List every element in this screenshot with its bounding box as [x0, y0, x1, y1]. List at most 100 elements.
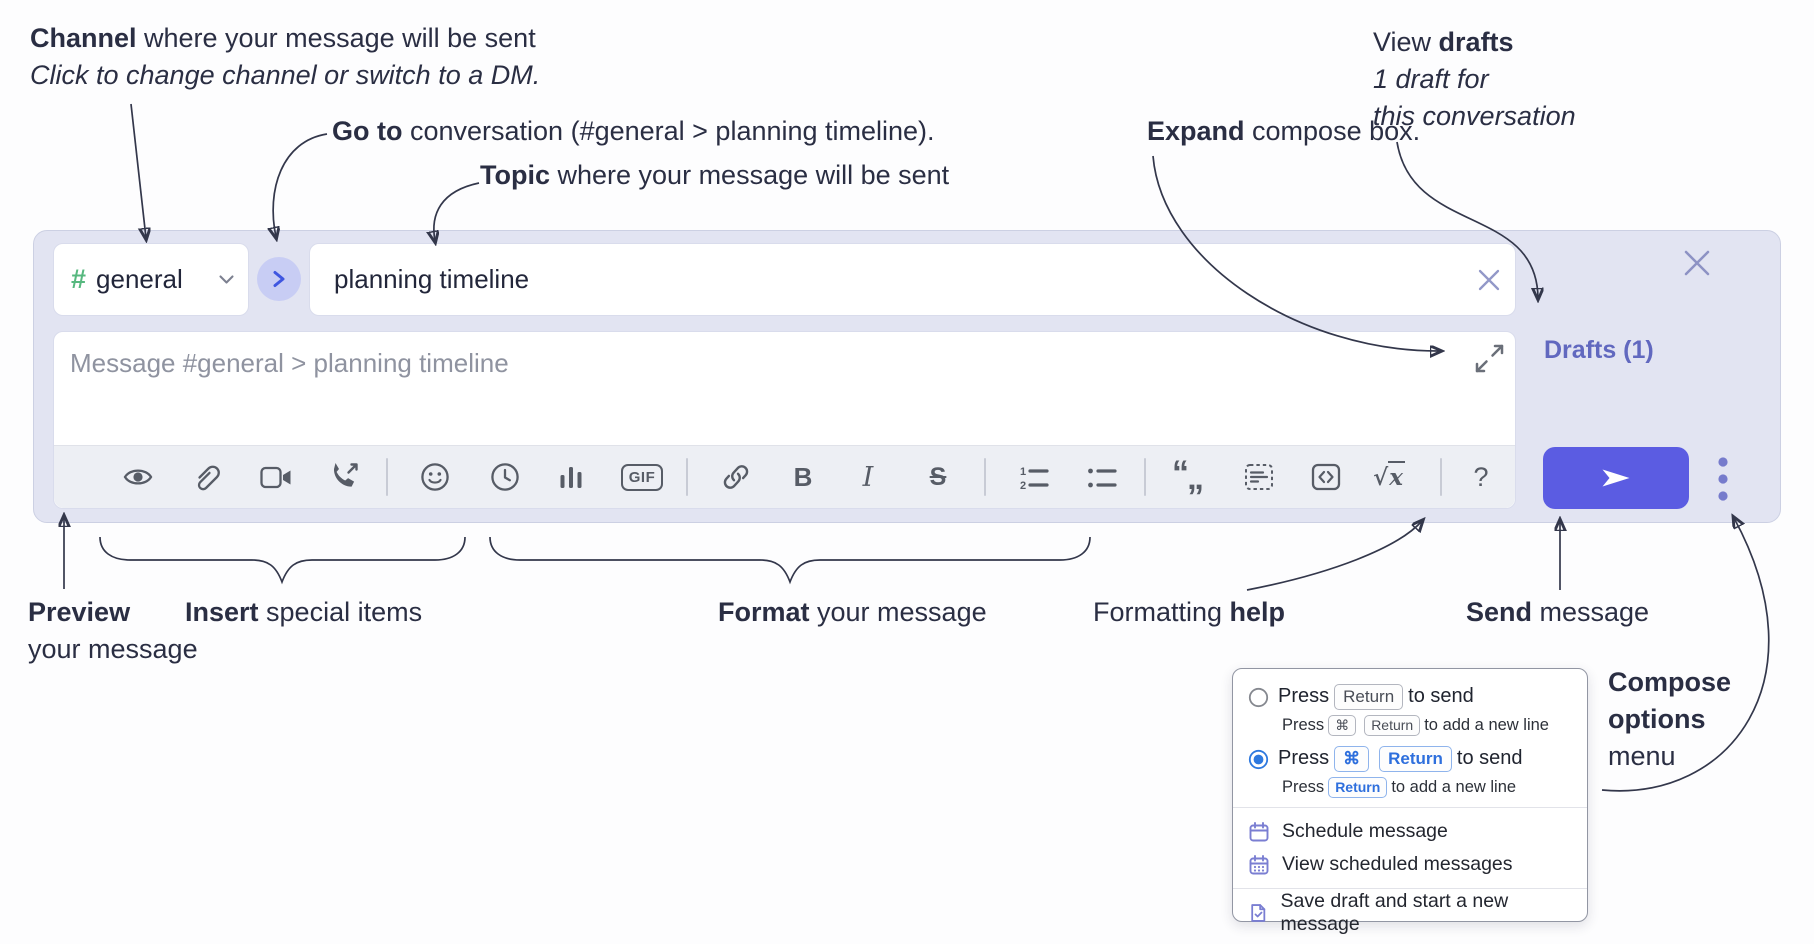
audio-call-button[interactable]: [322, 455, 366, 499]
poll-button[interactable]: [549, 455, 593, 499]
preview-eye-button[interactable]: [116, 455, 160, 499]
italic-icon: I: [862, 461, 874, 493]
code-block-button[interactable]: [1237, 455, 1281, 499]
close-icon: [1478, 269, 1500, 290]
toolbar-divider: [386, 458, 388, 496]
gif-button[interactable]: GIF: [615, 455, 669, 499]
channel-selector[interactable]: # general: [53, 243, 249, 316]
strikethrough-icon: S: [929, 462, 947, 491]
topic-field: [309, 243, 1516, 316]
clear-topic-button[interactable]: [1463, 254, 1515, 306]
keycap: Return: [1334, 684, 1404, 710]
insert-brace: [99, 536, 466, 585]
kebab-menu-icon: [1718, 457, 1728, 501]
topic-annotation: Topic where your message will be sent: [480, 160, 950, 190]
blockquote-button[interactable]: “ „: [1168, 455, 1212, 499]
bold-button[interactable]: B: [781, 455, 825, 499]
goto-conversation-button[interactable]: [257, 257, 301, 301]
bold-icon: B: [793, 461, 813, 492]
channel-arrow: [130, 103, 146, 238]
emoji-button[interactable]: [413, 455, 457, 499]
expand-compose-button[interactable]: [1471, 340, 1507, 376]
chevron-down-icon: [219, 274, 234, 284]
menu-item-schedule-message[interactable]: Schedule message: [1233, 815, 1587, 848]
menu-item-save-draft[interactable]: Save draft and start a new message: [1233, 890, 1587, 935]
strikethrough-button[interactable]: S: [916, 455, 960, 499]
toolbar-divider: [984, 458, 986, 496]
ordered-list-icon: 12: [1020, 466, 1049, 490]
code-block-icon: [1245, 464, 1273, 490]
bulleted-list-button[interactable]: [1080, 455, 1124, 499]
format-annotation: Format your message: [718, 597, 987, 627]
link-icon: [723, 465, 749, 489]
expand-icon: [1475, 344, 1503, 372]
recent-button[interactable]: [483, 455, 527, 499]
send-button[interactable]: [1543, 447, 1689, 509]
channel-hash-icon: #: [71, 264, 87, 294]
message-area: GIF B I S: [53, 331, 1516, 509]
toolbar-divider: [1144, 458, 1146, 496]
menu-separator: [1233, 807, 1587, 808]
calendar-icon: [1249, 821, 1269, 841]
inline-code-button[interactable]: [1304, 455, 1348, 499]
clock-icon: [491, 463, 519, 491]
close-compose-button[interactable]: [1679, 245, 1715, 281]
help-arrow: [1246, 521, 1422, 591]
eye-icon: [123, 469, 153, 485]
video-clip-button[interactable]: [254, 455, 298, 499]
chevron-right-icon: [273, 271, 285, 287]
compose-box: # general: [33, 230, 1781, 523]
send-icon: [1602, 469, 1630, 487]
formula-icon: √x: [1373, 460, 1405, 491]
bulleted-list-icon: [1088, 468, 1117, 488]
attach-file-button[interactable]: [184, 455, 228, 499]
expand-annotation: Expand compose box.: [1147, 116, 1421, 146]
compose-options-button[interactable]: [1705, 453, 1741, 505]
keycap: Return: [1379, 746, 1452, 772]
smiley-icon: [421, 463, 449, 491]
goto-annotation: Go to conversation (#general > planning …: [332, 116, 935, 146]
menu-item-view-scheduled[interactable]: View scheduled messages: [1233, 848, 1587, 881]
calendar-dots-icon: [1249, 854, 1269, 874]
radio-selected-icon: [1248, 749, 1269, 769]
topic-input[interactable]: [310, 264, 1463, 295]
toolbar-divider: [1440, 458, 1442, 496]
format-brace: [489, 536, 1091, 585]
drafts-link[interactable]: Drafts (1): [1544, 336, 1654, 364]
code-icon: [1311, 463, 1341, 491]
message-input[interactable]: [54, 332, 1515, 444]
channel-name: general: [96, 264, 183, 294]
save-draft-icon: [1251, 903, 1266, 922]
svg-text:2: 2: [1020, 480, 1026, 490]
paperclip-icon: [197, 465, 220, 491]
keycap: ⌘: [1334, 746, 1370, 772]
insert-annotation: Insert special items: [185, 597, 423, 627]
toolbar-divider: [686, 458, 688, 496]
help-icon: ?: [1473, 461, 1489, 492]
formatting-toolbar: GIF B I S: [54, 445, 1515, 508]
link-button[interactable]: [714, 455, 758, 499]
blockquote-icon: “ „: [1172, 454, 1204, 497]
video-camera-icon: [260, 466, 291, 488]
keycap: ⌘: [1328, 714, 1357, 736]
radio-unselected-icon: [1248, 687, 1269, 707]
bar-chart-icon: [560, 467, 582, 488]
close-icon: [1684, 250, 1710, 276]
keycap: Return: [1328, 776, 1388, 798]
italic-button[interactable]: I: [846, 455, 890, 499]
goto-arrow: [273, 133, 328, 237]
formatting-help-annotation: Formatting help: [1093, 597, 1286, 627]
gif-icon: GIF: [620, 463, 664, 491]
formatting-help-button[interactable]: ?: [1459, 455, 1503, 499]
formula-button[interactable]: √x: [1367, 455, 1411, 499]
